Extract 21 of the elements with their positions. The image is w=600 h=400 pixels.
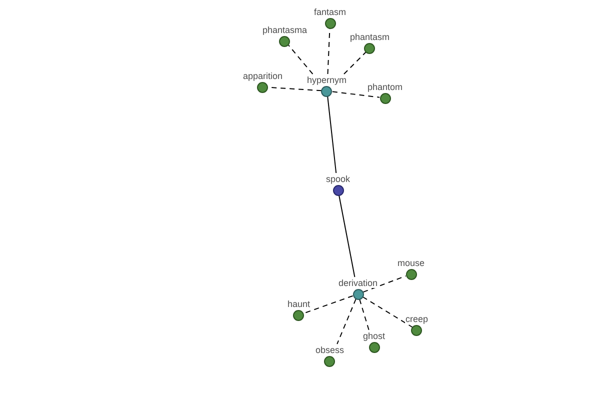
node-label: derivation [338,278,379,288]
dashed-connector [336,298,356,344]
dashed-connector [332,91,380,98]
node-label: hypernym [306,74,348,84]
node-label: haunt [286,298,312,308]
dashed-connector [288,44,314,74]
dashed-connector [362,275,406,293]
node-label: spook [325,174,352,184]
node-label: phantom [366,82,404,92]
connector-line [327,96,337,174]
connector-line [338,194,356,278]
dashed-connector [362,296,413,328]
node-label: ghost [362,330,386,340]
dashed-connector [359,298,370,330]
node-label: fantasm [313,6,348,16]
dashed-connector [344,51,367,74]
node-label: obsess [314,344,346,354]
dashed-connector [304,295,354,314]
node-label: phantasma [262,24,308,34]
node-label: apparition [242,70,284,80]
node-label: phantasm [349,32,391,42]
